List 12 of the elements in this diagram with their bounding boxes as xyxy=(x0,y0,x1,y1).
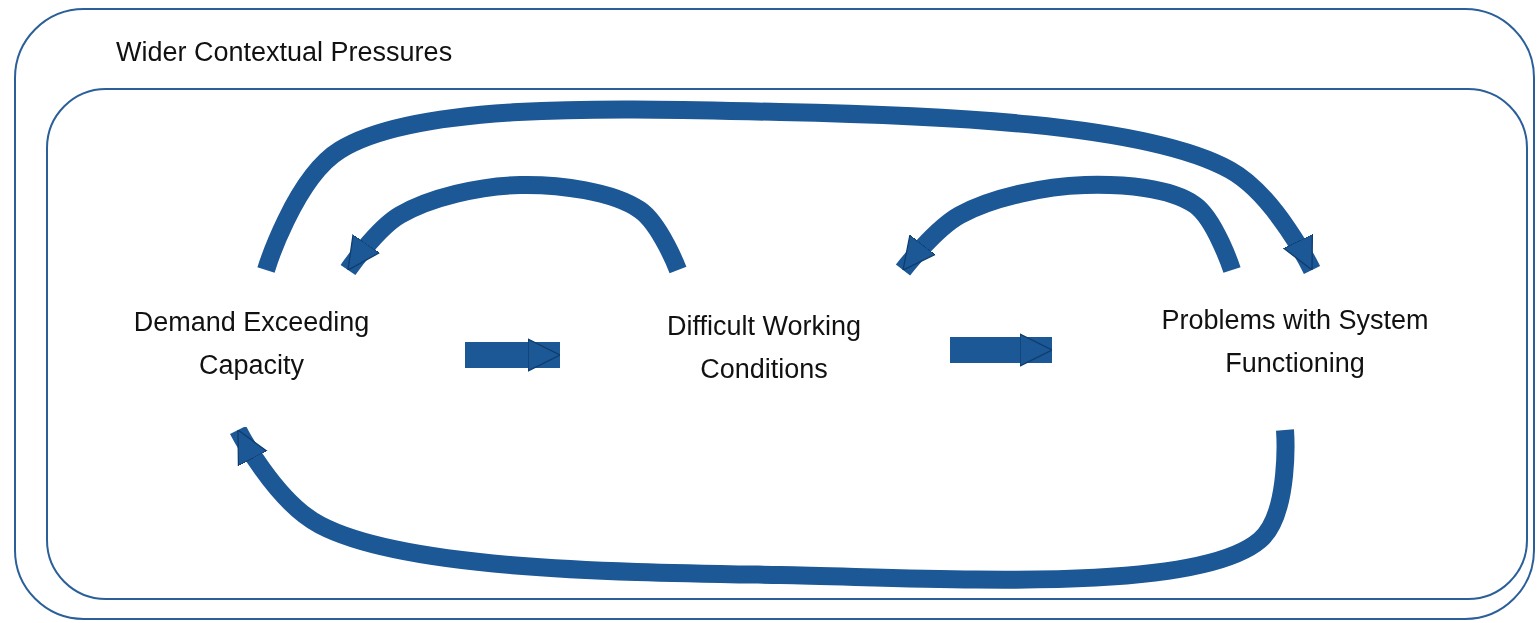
node-label: Problems with System Functioning xyxy=(1160,304,1430,381)
curved-arrow xyxy=(340,176,687,276)
curved-arrow xyxy=(895,175,1241,276)
block-arrow xyxy=(950,333,1053,367)
outer-rounded-box xyxy=(14,8,1535,620)
curved-arrow xyxy=(257,100,1320,275)
node-label: Difficult Working Conditions xyxy=(665,310,863,387)
inner-rounded-box xyxy=(45,87,1528,600)
node-label: Demand Exceeding Capacity xyxy=(132,306,371,383)
curved-arrow xyxy=(230,425,1295,589)
context-title: Wider Contextual Pressures xyxy=(116,36,453,69)
block-arrow xyxy=(465,338,561,372)
